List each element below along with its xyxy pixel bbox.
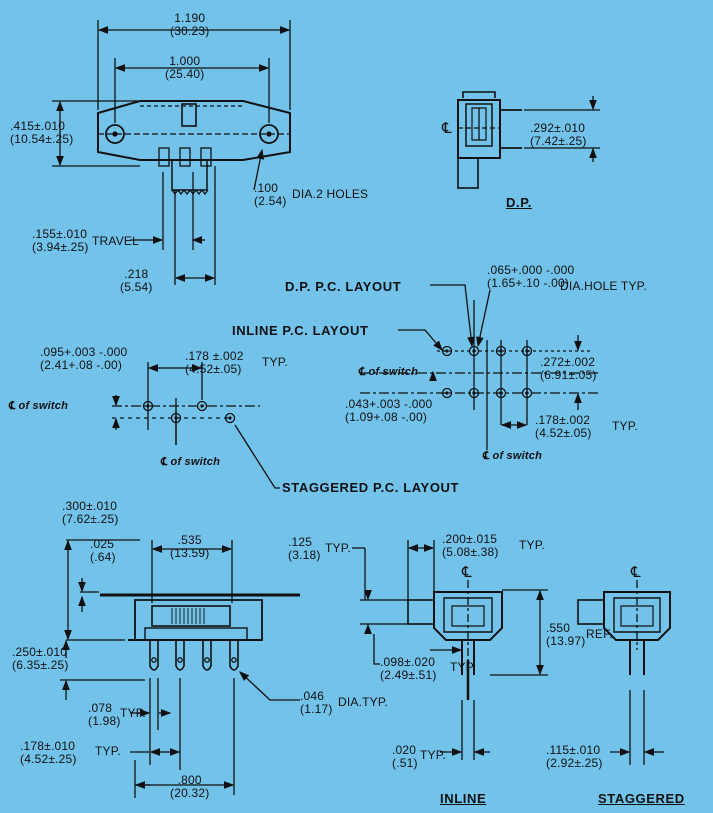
end-e-dim: .020(.51): [392, 743, 418, 770]
dp-view-label: D.P.: [506, 195, 533, 210]
inline-pitch-dim: .178 ±.002(4.52±.05): [185, 349, 244, 376]
pin-pitch-note: TYP.: [95, 744, 121, 758]
pin-span-dim: .800(20.32): [170, 773, 210, 800]
dp-row-dim: .272±.002(6.91±.05): [540, 355, 597, 382]
staggered-layout-label: STAGGERED P.C. LAYOUT: [282, 480, 460, 495]
inline-end-view: [407, 580, 503, 700]
staggered-end-view: [577, 580, 671, 675]
mount-hole-dim: .100(2.54): [254, 181, 287, 208]
inline-end-dimensions: [352, 540, 548, 760]
mount-hole-note: DIA.2 HOLES: [292, 187, 369, 201]
pin-width-note: TYP.: [120, 706, 146, 720]
dp-hole-dim: .065+.000 -.000(1.65+.10 -.00): [487, 263, 575, 290]
overall-length-dim: 1.190(30.23): [170, 11, 210, 38]
end-e-note: TYP.: [420, 748, 446, 762]
end-b-note: TYP.: [519, 538, 545, 552]
travel-dim: .155±.010(3.94±.25): [32, 227, 89, 254]
inline-cl-switch-label: ℄ of switch: [8, 400, 68, 412]
dp-offset-dim: .043+.003 -.000(1.09+.08 -.00): [345, 397, 433, 424]
inline-cl-switch-bottom: ℄ of switch: [160, 456, 220, 468]
overall-height-dim: .300±.010(7.62±.25): [62, 499, 119, 526]
inline-centerline-symbol: ℄: [462, 564, 472, 581]
pin-hole-dim: .046(1.17): [300, 689, 333, 716]
dp-width-dim: .292±.010(7.42±.25): [530, 121, 587, 148]
slot-length-dim: .535(13.59): [170, 533, 210, 560]
dp-end-view: [457, 91, 600, 189]
side-view-dimensions: [60, 539, 300, 798]
pin-hole-note: DIA.TYP.: [338, 695, 389, 709]
plate-thickness-dim: .025(.64): [90, 537, 116, 564]
inline-offset-dim: .095+.003 -.000(2.41+.08 -.00): [40, 345, 128, 372]
end-a-note: TYP.: [325, 541, 351, 555]
inline-view-label: INLINE: [440, 791, 487, 806]
end-a-dim: .125(3.18): [288, 535, 321, 562]
end-b-dim: .200±.015(5.08±.38): [442, 532, 499, 559]
inline-layout: [112, 362, 280, 489]
dp-layout: [360, 284, 598, 450]
staggered-centerline-symbol: ℄: [631, 564, 641, 581]
dp-centerline-symbol: ℄: [442, 120, 452, 137]
dp-layout-label: D.P. P.C. LAYOUT: [285, 279, 402, 294]
pin-width-dim: .078(1.98): [88, 701, 121, 728]
hole-spacing-dim: 1.000(25.40): [165, 54, 205, 81]
top-view-dimensions: [52, 20, 291, 285]
travel-note: TRAVEL: [92, 234, 139, 248]
dp-cl-switch-bottom: ℄ of switch: [482, 450, 542, 462]
end-c-note: REF.: [586, 627, 613, 641]
inline-pitch-note: TYP.: [262, 355, 288, 369]
dp-pitch-dim: .178±.002(4.52±.05): [535, 413, 592, 440]
side-view-switch: [100, 593, 300, 671]
staggered-view-label: STAGGERED: [598, 791, 685, 806]
lever-offset-dim: .218(5.54): [120, 267, 153, 294]
end-d-note: TYP.: [450, 660, 476, 674]
inline-layout-label: INLINE P.C. LAYOUT: [232, 323, 369, 338]
pin-length-dim: .250±.010(6.35±.25): [12, 645, 69, 672]
dp-cl-switch-label: ℄ of switch: [358, 366, 418, 378]
top-view-switch: [97, 100, 291, 195]
dp-hole-note: DIA.HOLE TYP.: [560, 279, 647, 293]
staggered-end-dimensions: [610, 690, 664, 765]
end-c-dim: .550(13.97): [546, 621, 586, 648]
body-height-dim: .415±.010(10.54±.25): [10, 119, 74, 146]
pin-pitch-dim: .178±.010(4.52±.25): [20, 739, 77, 766]
end-f-dim: .115±.010(2.92±.25): [546, 743, 603, 770]
dp-pitch-note: TYP.: [612, 419, 638, 433]
end-d-dim: .098±.020(2.49±.51): [380, 655, 437, 682]
